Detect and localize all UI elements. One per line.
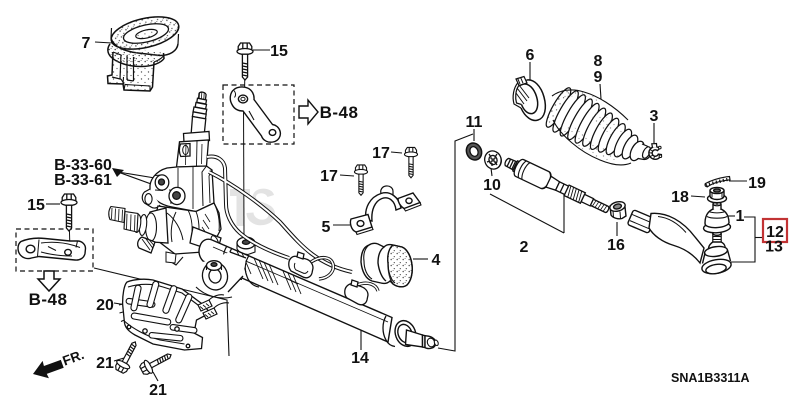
svg-text:20: 20	[96, 297, 114, 314]
svg-text:15: 15	[270, 43, 288, 60]
svg-text:16: 16	[607, 237, 625, 254]
svg-text:3: 3	[650, 108, 659, 125]
svg-text:SNA1B3311A: SNA1B3311A	[671, 371, 750, 385]
svg-text:15: 15	[27, 197, 45, 214]
svg-text:18: 18	[671, 189, 689, 206]
svg-text:12: 12	[766, 224, 784, 241]
svg-text:4: 4	[432, 252, 441, 269]
svg-text:5: 5	[322, 219, 331, 236]
svg-text:21: 21	[96, 355, 114, 372]
svg-text:11: 11	[466, 114, 483, 131]
svg-text:9: 9	[594, 69, 603, 86]
svg-text:8: 8	[594, 53, 603, 70]
svg-text:17: 17	[320, 168, 338, 185]
svg-text:B-33-60: B-33-60	[54, 157, 112, 174]
svg-text:21: 21	[149, 382, 167, 399]
svg-text:14: 14	[351, 350, 369, 367]
svg-text:B-48: B-48	[320, 103, 359, 122]
svg-text:FR.: FR.	[60, 347, 86, 369]
svg-text:6: 6	[526, 47, 535, 64]
svg-text:13: 13	[765, 239, 783, 256]
svg-text:2: 2	[520, 239, 529, 256]
svg-text:19: 19	[748, 175, 766, 192]
svg-text:B-48: B-48	[29, 290, 68, 309]
svg-text:10: 10	[483, 177, 501, 194]
svg-text:7: 7	[82, 35, 91, 52]
svg-text:1: 1	[736, 208, 745, 225]
svg-text:B-33-61: B-33-61	[54, 172, 112, 189]
svg-text:17: 17	[372, 145, 390, 162]
